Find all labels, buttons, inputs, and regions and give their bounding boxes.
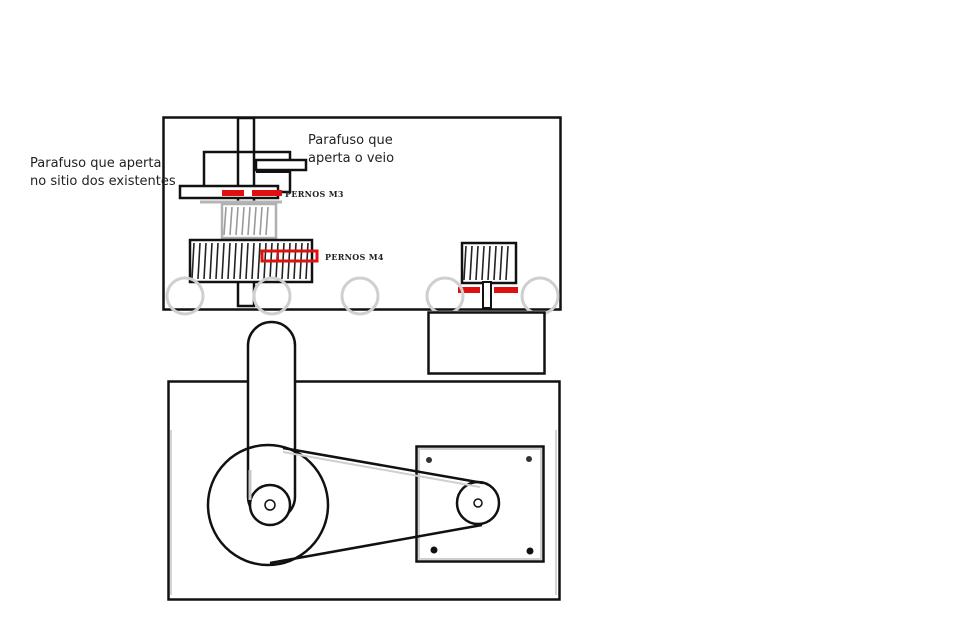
motor-gear-bolt-left — [458, 287, 480, 293]
bolt-m3-left — [222, 190, 244, 196]
label-screw-shaft-line2: aperta o veio — [308, 151, 395, 166]
mount-hole-tl — [426, 457, 432, 463]
smallGear-tooth — [253, 206, 257, 236]
smallGear-tooth — [247, 206, 251, 236]
lower-base-box — [167, 380, 561, 601]
motorGear-tooth — [493, 245, 497, 281]
bolt-m3-right — [252, 190, 282, 196]
smallGear-tooth — [265, 206, 269, 236]
motor-mount-plate-faded — [418, 448, 542, 560]
label-screw-existing-line1: Parafuso que aperta — [30, 156, 162, 171]
large-pulley-axle — [264, 499, 276, 511]
largeGear-tooth — [251, 242, 255, 280]
label-screw-shaft-line1: Parafuso que — [308, 133, 393, 148]
shaft-clamp-screw — [254, 158, 308, 172]
largeGear-tooth — [227, 242, 231, 280]
largeGear-tooth — [233, 242, 237, 280]
largeGear-tooth — [245, 242, 249, 280]
large-pulley-hub — [248, 483, 292, 527]
largeGear-tooth — [197, 242, 201, 280]
large-pulley — [206, 443, 330, 567]
motorGear-tooth — [469, 245, 473, 281]
belt-bottom — [269, 523, 483, 565]
smallGear-tooth — [241, 206, 245, 236]
motorGear-tooth — [505, 245, 509, 281]
label-bolts-m4: PERNOS M4 — [325, 252, 384, 262]
motorGear-tooth — [499, 245, 503, 281]
motorGear-tooth — [481, 245, 485, 281]
motorGear-tooth — [475, 245, 479, 281]
smallGear-tooth — [259, 206, 263, 236]
label-bolts-m3: PERNOS M3 — [285, 189, 344, 199]
largeGear-tooth — [257, 242, 261, 280]
smallGear-tooth — [223, 206, 227, 236]
motorGear-tooth — [463, 245, 467, 281]
bolt-m4 — [260, 249, 319, 263]
small-pulley-axle — [473, 498, 483, 508]
small-pulley — [455, 480, 501, 526]
largeGear-tooth — [215, 242, 219, 280]
motor-gear-bolt-right — [494, 287, 518, 293]
smallGear-tooth — [235, 206, 239, 236]
largeGear-tooth — [203, 242, 207, 280]
label-screw-shaft: Parafuso que aperta o veio — [308, 132, 394, 168]
label-screw-existing-line2: no sitio dos existentes — [30, 174, 176, 189]
small-gear — [220, 202, 278, 240]
mount-hole-br — [526, 547, 534, 555]
motor-shaft — [482, 281, 492, 309]
motor-gear — [460, 241, 518, 285]
belt-top — [282, 446, 484, 485]
large-gear — [188, 238, 314, 284]
largeGear-tooth — [191, 242, 195, 280]
upper-housing-box — [162, 116, 562, 311]
label-screw-existing: Parafuso que aperta no sitio dos existen… — [30, 155, 176, 191]
largeGear-tooth — [239, 242, 243, 280]
largeGear-tooth — [221, 242, 225, 280]
motorGear-tooth — [487, 245, 491, 281]
mount-hole-tr — [526, 456, 532, 462]
mount-hole-bl — [430, 546, 438, 554]
smallGear-tooth — [229, 206, 233, 236]
belt-faded-top — [282, 451, 481, 488]
motor-body-box — [427, 311, 546, 375]
largeGear-tooth — [209, 242, 213, 280]
